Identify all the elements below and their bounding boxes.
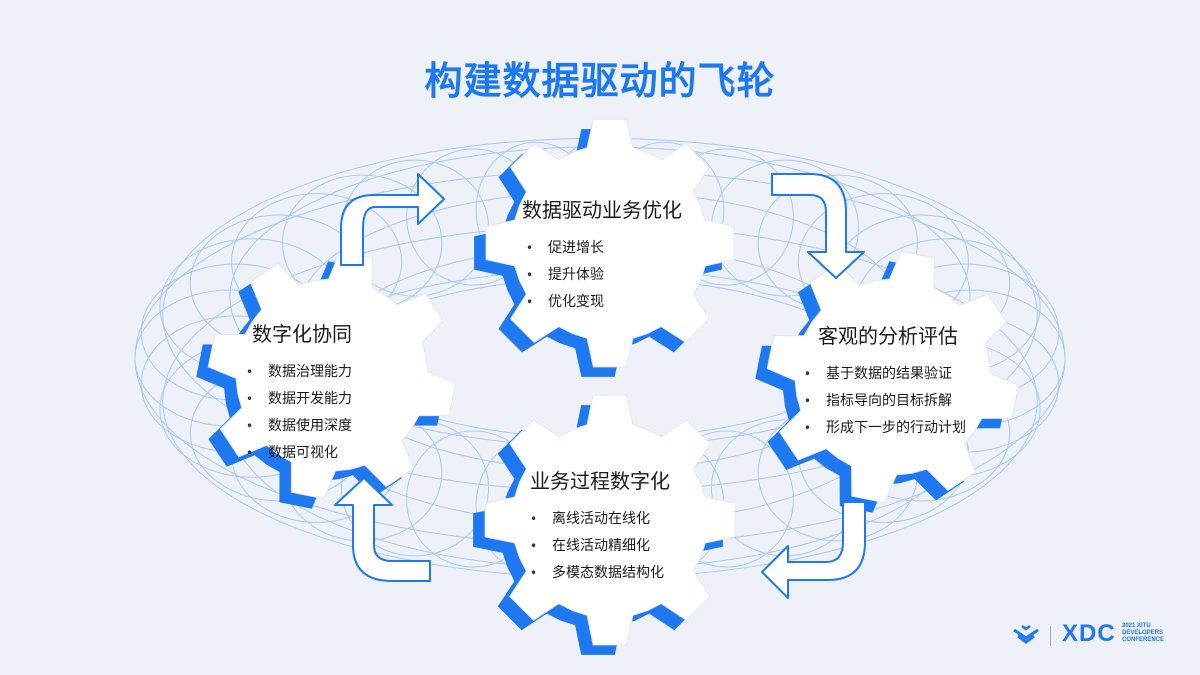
logo-sub-line: 2021 XITU: [1122, 623, 1151, 629]
logo-subtext: 2021 XITU DEVELOPERS CONFERENCE: [1122, 623, 1164, 644]
list-item: 优化变现: [526, 289, 682, 316]
gear-top-list: 促进增长 提升体验 优化变现: [526, 235, 682, 316]
gear-bottom-text: 业务过程数字化 离线活动在线化 在线活动精细化 多模态数据结构化: [530, 465, 670, 587]
list-item: 基于数据的结果验证: [804, 361, 966, 388]
arrow-right-to-bottom: [761, 501, 866, 599]
arrow-left-to-top: [340, 173, 445, 266]
list-item: 指标导向的目标拆解: [804, 388, 966, 415]
logo-separator: [1050, 626, 1051, 646]
logo-text: XDC: [1062, 620, 1116, 647]
gear-left-text: 数字化协同 数据治理能力 数据开发能力 数据使用深度 数据可视化: [252, 318, 352, 467]
xdc-logo: XDC 2021 XITU DEVELOPERS CONFERENCE: [1012, 618, 1182, 652]
page-title: 构建数据驱动的飞轮: [424, 59, 776, 103]
gear-right-text: 客观的分析评估 基于数据的结果验证 指标导向的目标拆解 形成下一步的行动计划: [818, 320, 966, 442]
list-item: 多模态数据结构化: [530, 560, 670, 587]
list-item: 形成下一步的行动计划: [804, 415, 966, 442]
xdc-logo-icon: [1013, 625, 1039, 644]
gear-bottom-heading: 业务过程数字化: [530, 469, 670, 493]
logo-sub-line: DEVELOPERS: [1122, 630, 1164, 636]
logo-sub-line: CONFERENCE: [1122, 637, 1165, 643]
arrow-bottom-to-left: [334, 477, 431, 582]
gear-right-heading: 客观的分析评估: [818, 324, 958, 348]
flow-arrows: [334, 173, 866, 599]
list-item: 数据使用深度: [246, 413, 352, 440]
gear-top-heading: 数据驱动业务优化: [522, 198, 682, 222]
list-item: 数据可视化: [246, 440, 352, 467]
gear-left-list: 数据治理能力 数据开发能力 数据使用深度 数据可视化: [246, 359, 352, 467]
list-item: 在线活动精细化: [530, 533, 670, 560]
list-item: 数据治理能力: [246, 359, 352, 386]
list-item: 促进增长: [526, 235, 682, 262]
list-item: 数据开发能力: [246, 386, 352, 413]
gear-top-text: 数据驱动业务优化 促进增长 提升体验 优化变现: [522, 194, 682, 316]
list-item: 离线活动在线化: [530, 506, 670, 533]
list-item: 提升体验: [526, 262, 682, 289]
gear-right-list: 基于数据的结果验证 指标导向的目标拆解 形成下一步的行动计划: [804, 361, 966, 442]
arrow-top-to-right: [771, 173, 865, 279]
gear-left-heading: 数字化协同: [252, 322, 352, 346]
gear-bottom-list: 离线活动在线化 在线活动精细化 多模态数据结构化: [530, 506, 670, 587]
